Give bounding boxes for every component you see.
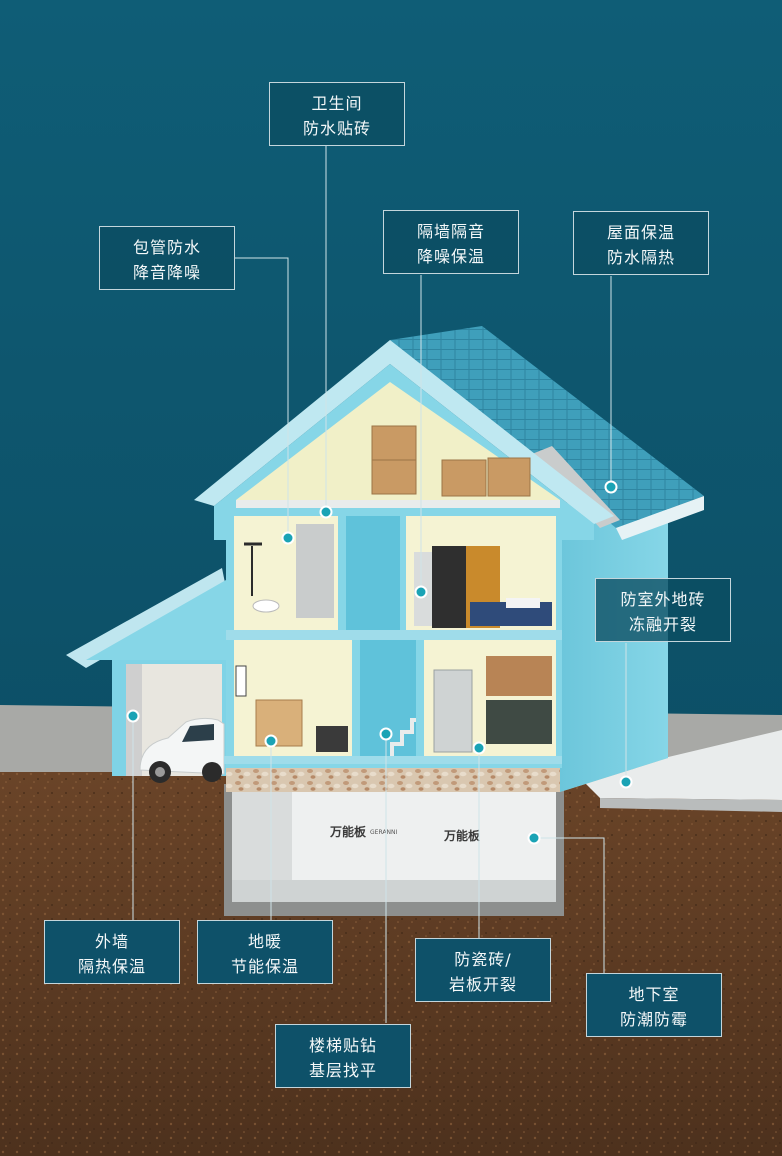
callout-line: 楼梯贴钻	[308, 1036, 377, 1055]
hotspot-pipe	[281, 531, 295, 545]
callout-line: 屋面保温	[606, 223, 675, 242]
callout-pipe: 包管防水 降音降噪	[99, 226, 235, 290]
callout-line: 隔热保温	[77, 957, 146, 976]
callout-line: 降噪保温	[416, 247, 485, 266]
callout-basement: 地下室 防潮防霉	[586, 973, 722, 1037]
leader-pipe	[234, 257, 289, 538]
callout-line: 外墙	[94, 932, 129, 951]
callout-line: 降音降噪	[132, 263, 201, 282]
hotspot-stairs	[379, 727, 393, 741]
hotspot-tile-crack	[472, 741, 486, 755]
basement: 万能板 万能板 GERANNI	[224, 784, 564, 916]
board-brand-latin: GERANNI	[370, 829, 397, 836]
hotspot-bathroom	[319, 505, 333, 519]
roof-tiles	[390, 326, 704, 528]
callout-stairs: 楼梯贴钻 基层找平	[275, 1024, 411, 1088]
callout-line: 防水隔热	[606, 248, 675, 267]
callout-bathroom: 卫生间 防水贴砖	[269, 82, 405, 146]
callout-line: 防潮防霉	[619, 1010, 688, 1029]
hotspot-basement	[527, 831, 541, 845]
board-brand-label: 万能板	[329, 824, 367, 839]
callout-line: 隔墙隔音	[416, 222, 485, 241]
callout-exterior-wall: 外墙 隔热保温	[44, 920, 180, 984]
callout-line: 卫生间	[311, 94, 363, 113]
hotspot-floor-heating	[264, 734, 278, 748]
board-brand-label-2: 万能板	[443, 828, 481, 843]
hotspot-partition	[414, 585, 428, 599]
callout-line: 岩板开裂	[448, 975, 517, 994]
callout-tile-crack: 防瓷砖/ 岩板开裂	[415, 938, 551, 1002]
callout-line: 防瓷砖/	[454, 950, 512, 969]
callout-line: 地下室	[628, 985, 680, 1004]
callout-line: 冻融开裂	[628, 615, 697, 634]
callout-line: 防室外地砖	[620, 590, 706, 609]
hotspot-outdoor-tile	[619, 775, 633, 789]
callout-partition: 隔墙隔音 降噪保温	[383, 210, 519, 274]
callout-line: 节能保温	[230, 957, 299, 976]
hotspot-roof	[604, 480, 618, 494]
callout-line: 地暖	[247, 932, 282, 951]
callout-outdoor-tile: 防室外地砖 冻融开裂	[595, 578, 731, 642]
callout-floor-heating: 地暖 节能保温	[197, 920, 333, 984]
callout-roof: 屋面保温 防水隔热	[573, 211, 709, 275]
hotspot-exterior-wall	[126, 709, 140, 723]
callout-line: 基层找平	[308, 1061, 377, 1080]
leader-basement	[534, 837, 605, 973]
callout-line: 防水贴砖	[302, 119, 371, 138]
callout-line: 包管防水	[132, 238, 201, 257]
